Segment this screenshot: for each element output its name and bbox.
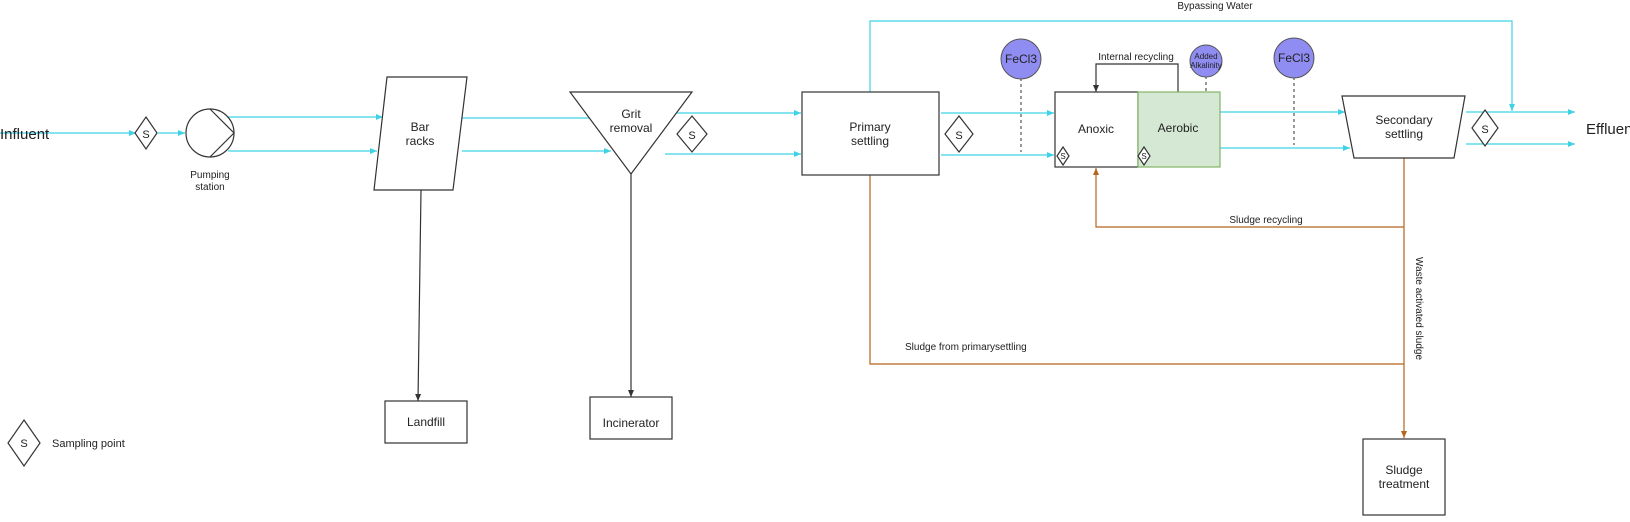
water-flow-lines (0, 20, 1575, 158)
svg-text:removal: removal (610, 121, 653, 135)
svg-text:Primary: Primary (849, 120, 890, 134)
anoxic-reactor[interactable]: Anoxic S (1054, 91, 1139, 168)
svg-text:Pumping: Pumping (190, 170, 229, 181)
alkalinity-dosing[interactable]: Added Alkalinity (1189, 44, 1223, 78)
solids-lines (415, 63, 1295, 402)
aerobic-reactor[interactable]: Aerobic S (1137, 91, 1221, 168)
svg-text:S: S (142, 129, 149, 141)
bar-racks[interactable]: Bar racks (373, 76, 468, 191)
svg-text:Sludge: Sludge (1385, 463, 1423, 477)
legend-label: Sampling point (52, 438, 125, 450)
waste-activated-sludge-label: Waste activated sludge (1413, 257, 1424, 360)
legend: S Sampling point (7, 418, 125, 468)
grit-removal[interactable]: Grit removal (568, 91, 694, 176)
sludge-treatment[interactable]: Sludge treatment (1362, 438, 1446, 516)
svg-text:Anoxic: Anoxic (1078, 122, 1114, 136)
svg-text:Incinerator: Incinerator (603, 416, 660, 430)
svg-text:S: S (1141, 152, 1146, 161)
svg-text:settling: settling (851, 134, 889, 148)
incinerator[interactable]: Incinerator (589, 396, 673, 440)
svg-text:Alkalinity: Alkalinity (1190, 61, 1222, 70)
svg-text:FeCl3: FeCl3 (1005, 52, 1037, 66)
svg-text:station: station (195, 182, 224, 193)
sludge-from-primary-label: Sludge from primarysettling (905, 342, 1027, 353)
influent-label: Influent (0, 126, 50, 143)
bypassing-water-label: Bypassing Water (1177, 1, 1253, 12)
svg-text:Bar: Bar (411, 120, 430, 134)
sampling-point[interactable]: S (944, 115, 974, 153)
svg-text:Secondary: Secondary (1375, 113, 1432, 127)
svg-text:S: S (955, 130, 962, 142)
svg-text:FeCl3: FeCl3 (1278, 51, 1310, 65)
sludge-recycling-label: Sludge recycling (1229, 215, 1302, 226)
sampling-point[interactable]: S (134, 115, 158, 151)
effluent-label: Effluent (1586, 121, 1630, 138)
svg-text:S: S (20, 438, 27, 450)
secondary-settling-tank[interactable]: Secondary settling (1341, 95, 1466, 159)
internal-recycling-label: Internal recycling (1098, 52, 1174, 63)
svg-text:settling: settling (1385, 127, 1423, 141)
svg-text:S: S (1481, 124, 1488, 136)
svg-text:Grit: Grit (621, 107, 641, 121)
svg-text:treatment: treatment (1379, 477, 1430, 491)
sludge-flow-lines (869, 158, 1407, 438)
legend-sampling-symbol (7, 418, 41, 468)
svg-text:Added: Added (1194, 52, 1217, 61)
svg-text:Aerobic: Aerobic (1158, 121, 1199, 135)
landfill[interactable]: Landfill (384, 400, 468, 444)
svg-text:S: S (688, 130, 695, 142)
pumping-station[interactable]: Pumping station (185, 108, 235, 193)
sampling-point[interactable]: S (1471, 108, 1499, 148)
primary-settling-tank[interactable]: Primary settling (801, 91, 940, 176)
fecl3-dosing-secondary[interactable]: FeCl3 (1273, 37, 1315, 79)
sampling-point[interactable]: S (676, 115, 708, 153)
svg-text:racks: racks (406, 134, 435, 148)
fecl3-dosing-primary[interactable]: FeCl3 (1000, 38, 1042, 80)
svg-text:S: S (1060, 152, 1065, 161)
svg-text:Landfill: Landfill (407, 415, 445, 429)
